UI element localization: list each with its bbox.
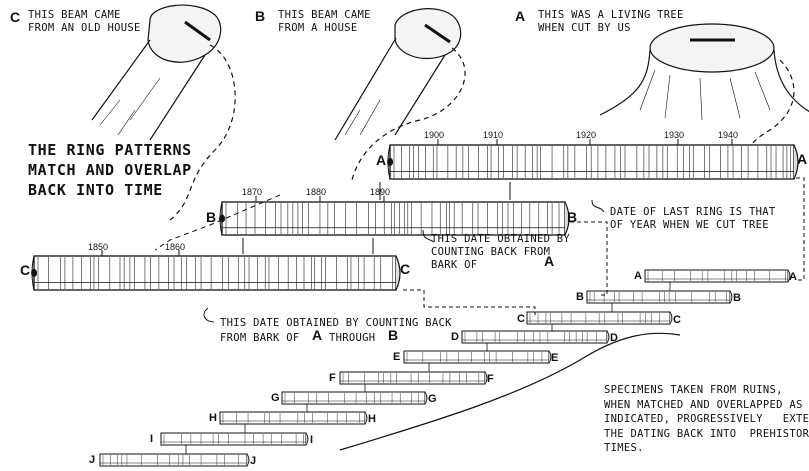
specimen-beam [219, 411, 368, 433]
specimen-label-right: A [789, 271, 797, 283]
specimen-label-right: D [610, 332, 618, 344]
beam-a-label-left: A [376, 152, 387, 168]
specimen-beam [99, 453, 250, 467]
specimen-label-left: A [634, 270, 642, 282]
note-a: DATE OF LAST RING IS THAT OF YEAR WHEN W… [610, 206, 776, 231]
specimens-caption: SPECIMENS TAKEN FROM RUINS, WHEN MATCHED… [604, 384, 809, 454]
specimen-label-left: J [89, 454, 96, 466]
caption-beam-b: THIS BEAM CAME FROM A HOUSE [278, 9, 371, 34]
label-c-top: C [10, 9, 21, 25]
specimen-label-left: F [329, 372, 336, 384]
beam-b-label-left: B [206, 209, 217, 225]
year-label: 1880 [306, 187, 327, 197]
connectors [154, 177, 805, 315]
specimen-beam [461, 330, 610, 352]
specimen-beam [403, 350, 552, 372]
beam-a [387, 139, 799, 180]
beam-b-label-right: B [567, 209, 578, 225]
note-c-line1: THIS DATE OBTAINED BY COUNTING BACK [220, 317, 452, 329]
specimen-label-left: C [517, 313, 525, 325]
specimen-beam [339, 371, 488, 393]
year-label: 1850 [88, 242, 109, 252]
specimen-label-left: H [209, 412, 217, 424]
beam-b-sketch [334, 8, 466, 181]
main-caption: THE RING PATTERNS MATCH AND OVERLAP BACK… [28, 141, 192, 199]
note-brackets [203, 199, 605, 323]
note-b-letter: A [544, 253, 555, 269]
year-label: 1940 [718, 130, 739, 140]
specimen-label-left: E [393, 351, 401, 363]
specimen-label-right: H [368, 413, 376, 425]
specimen-label-right: E [551, 352, 559, 364]
beam-c [31, 250, 401, 291]
beam-c-label-right: C [400, 261, 411, 277]
specimen-label-right: C [673, 314, 681, 326]
specimen-beam [586, 290, 733, 312]
year-label: 1890 [370, 187, 391, 197]
beam-c-label-left: C [20, 262, 31, 278]
specimen-beam [281, 391, 428, 413]
specimen-label-right: B [733, 292, 741, 304]
note-b: THIS DATE OBTAINED BY COUNTING BACK FROM… [431, 233, 571, 271]
year-label: 1870 [242, 187, 263, 197]
caption-tree-a: THIS WAS A LIVING TREE WHEN CUT BY US [538, 9, 684, 34]
match-arrows [242, 182, 511, 254]
note-c-letter-a: A [312, 327, 323, 343]
specimen-label-right: I [310, 434, 314, 446]
separator-curve [339, 332, 681, 451]
specimen-label-right: F [487, 373, 494, 385]
beam-c-sketch [91, 4, 236, 221]
year-label: 1930 [664, 130, 685, 140]
label-a-top: A [515, 8, 526, 24]
note-c-line2: FROM BARK OF [220, 332, 300, 344]
year-label: 1900 [424, 130, 445, 140]
specimen-label-left: B [576, 291, 584, 303]
specimen-beam [644, 269, 791, 291]
tree-a-sketch [599, 23, 809, 145]
specimen-label-left: I [150, 433, 154, 445]
year-label: 1910 [483, 130, 504, 140]
specimen-label-left: D [451, 331, 459, 343]
specimen-label-right: J [250, 455, 257, 467]
specimen-beam [526, 311, 673, 333]
note-c-through: THROUGH [329, 332, 376, 344]
year-label: 1860 [165, 242, 186, 252]
beam-b [219, 196, 570, 236]
specimen-label-right: G [428, 393, 437, 405]
specimen-beam [160, 432, 309, 454]
beam-a-label-right: A [797, 151, 808, 167]
year-label: 1920 [576, 130, 597, 140]
note-c-letter-b: B [388, 327, 399, 343]
label-b-top: B [255, 8, 266, 24]
specimen-label-left: G [271, 392, 280, 404]
caption-beam-c: THIS BEAM CAME FROM AN OLD HOUSE [28, 9, 141, 34]
